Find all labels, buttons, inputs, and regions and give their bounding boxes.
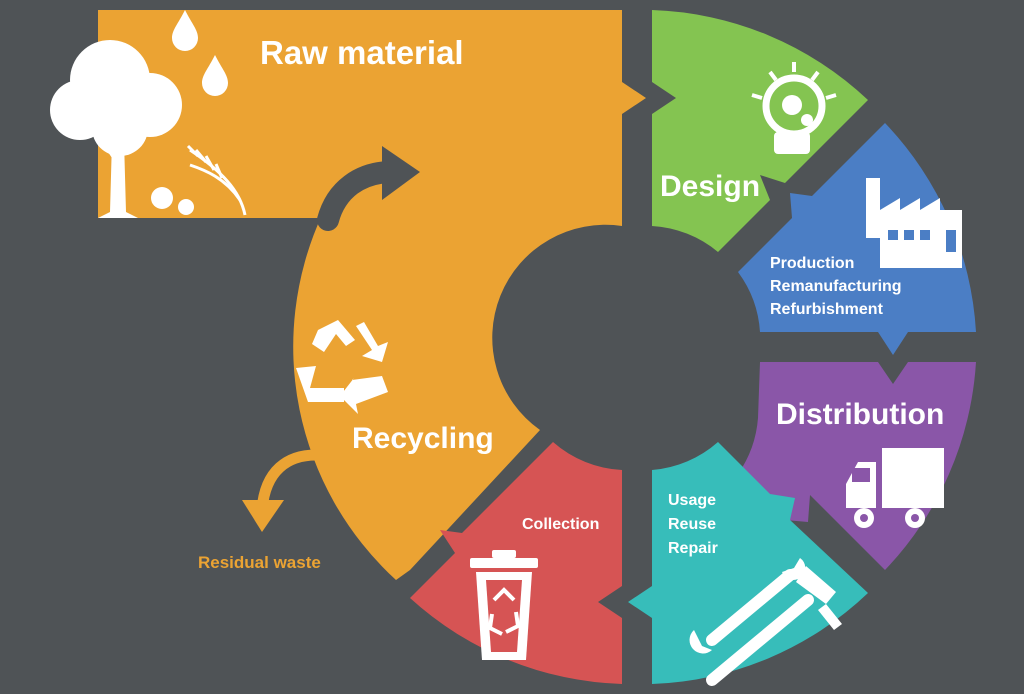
- refurbishment-label: Refurbishment: [770, 301, 884, 318]
- repair-label: Repair: [668, 540, 718, 557]
- wrench-hammer-icon: [689, 558, 842, 686]
- lightbulb-gear-icon: [751, 62, 837, 154]
- design-segment: [652, 10, 868, 252]
- cotton-icon: [151, 187, 194, 215]
- residual-waste-arrowhead: [242, 500, 284, 532]
- production-label: Production: [770, 255, 854, 272]
- raw-material-label: Raw material: [260, 34, 464, 71]
- production-segment: [738, 123, 976, 355]
- raw-material-segment: [98, 10, 646, 218]
- collection-label: Collection: [522, 516, 599, 533]
- usage-segment: [628, 442, 868, 684]
- distribution-label: Distribution: [776, 398, 944, 431]
- truck-icon: [846, 448, 944, 528]
- recycling-segment: [293, 215, 622, 580]
- factory-icon: [866, 178, 962, 268]
- wheat-icon: [186, 144, 247, 216]
- residual-waste-label: Residual waste: [198, 553, 321, 572]
- tree-icon: [50, 40, 182, 218]
- remanufacturing-label: Remanufacturing: [770, 278, 902, 295]
- reuse-label: Reuse: [668, 516, 716, 533]
- recycling-return-arrowhead: [382, 146, 420, 200]
- recycle-bin-icon: [470, 550, 538, 660]
- recycle-icon: [296, 320, 388, 414]
- usage-label: Usage: [668, 492, 716, 509]
- water-drop-icon: [172, 10, 228, 96]
- design-label: Design: [660, 170, 760, 203]
- recycling-label: Recycling: [352, 422, 494, 455]
- residual-waste-arrow: [256, 449, 317, 511]
